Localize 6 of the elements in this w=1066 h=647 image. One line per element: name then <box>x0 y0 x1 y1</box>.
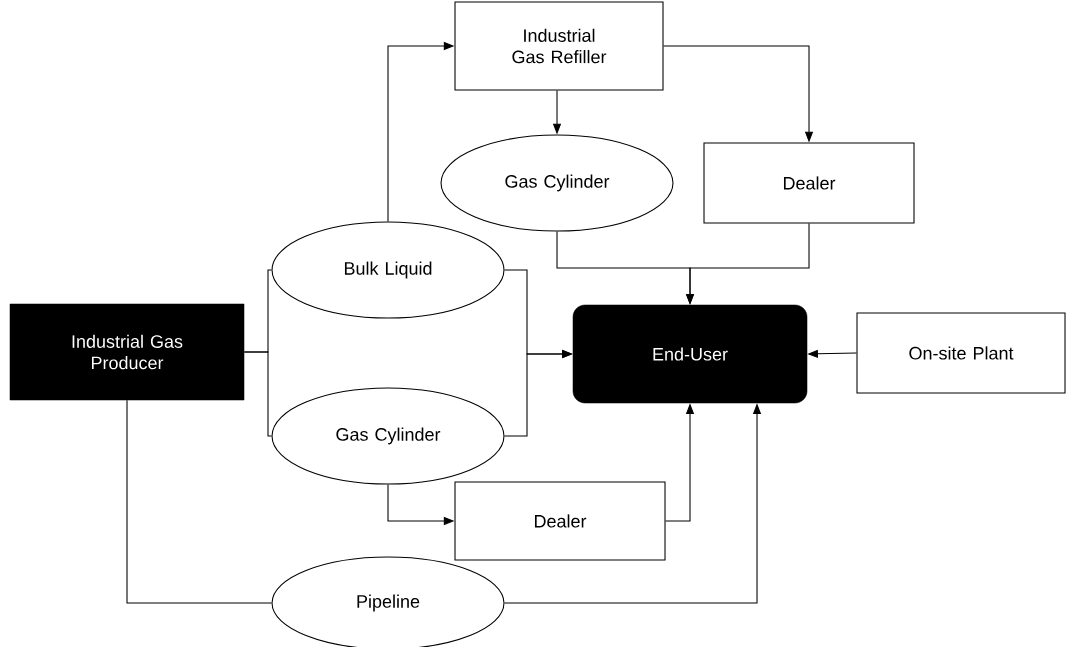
endpoint-box: End-User <box>572 304 808 404</box>
process-box: Dealer <box>454 481 666 561</box>
process-box: Dealer <box>703 142 915 224</box>
endpoint-box: Industrial Gas Producer <box>9 303 245 401</box>
process-box: Industrial Gas Refiller <box>454 1 664 91</box>
process-box: On-site Plant <box>856 312 1066 394</box>
